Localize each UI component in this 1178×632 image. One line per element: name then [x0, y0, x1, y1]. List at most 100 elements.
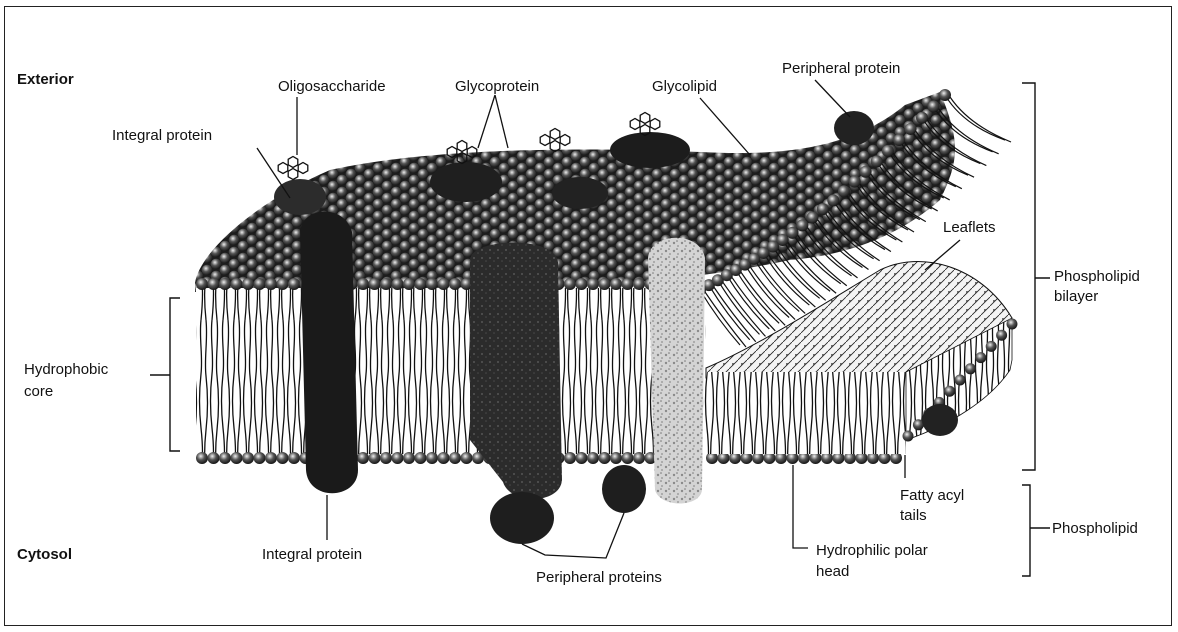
- sugar-ring: [288, 169, 298, 180]
- sugar-ring: [457, 141, 467, 152]
- polar-head: [288, 452, 300, 464]
- polar-head: [208, 278, 220, 290]
- polar-head: [392, 278, 404, 290]
- polar-head: [927, 100, 939, 112]
- peripheral-protein-top: [834, 111, 874, 145]
- label-integral-protein-top: Integral protein: [112, 126, 212, 145]
- polar-head: [369, 452, 381, 464]
- polar-head: [277, 452, 289, 464]
- label-fatty-acyl-tails-1: Fatty acyl: [900, 486, 964, 505]
- polar-head: [849, 176, 861, 188]
- sugar-ring: [550, 129, 560, 140]
- peripheral-protein-bottom-left: [490, 492, 554, 544]
- polar-head: [357, 278, 369, 290]
- polar-head: [610, 452, 622, 464]
- sugar-ring: [288, 157, 298, 168]
- fatty-acyl-tail: [705, 292, 746, 347]
- polar-head: [426, 278, 438, 290]
- polar-head: [996, 330, 1007, 341]
- sugar-ring: [278, 163, 288, 174]
- polar-head: [438, 452, 450, 464]
- polar-head: [916, 112, 928, 124]
- polar-head: [380, 278, 392, 290]
- label-phospholipid-bilayer-2: bilayer: [1054, 287, 1098, 306]
- polar-head: [369, 278, 381, 290]
- polar-head: [254, 278, 266, 290]
- polar-head: [564, 278, 576, 290]
- label-leaflets: Leaflets: [943, 218, 996, 237]
- polar-head: [599, 452, 611, 464]
- polar-head: [939, 89, 951, 101]
- peripheral-protein-bottom-right: [602, 465, 646, 513]
- polar-head: [860, 166, 872, 178]
- label-oligosaccharide: Oligosaccharide: [278, 77, 386, 96]
- polar-head: [426, 452, 438, 464]
- polar-head: [415, 278, 427, 290]
- polar-head: [208, 452, 220, 464]
- polar-head: [231, 452, 243, 464]
- polar-head: [449, 278, 461, 290]
- hydrophobic-core-bracket: [150, 298, 180, 451]
- phospholipid-bracket: [1022, 485, 1050, 576]
- polar-head: [265, 278, 277, 290]
- polar-head: [461, 452, 473, 464]
- sugar-ring: [560, 135, 570, 146]
- sugar-ring: [298, 163, 308, 174]
- polar-head: [786, 227, 798, 239]
- polar-head: [587, 452, 599, 464]
- polar-head: [403, 278, 415, 290]
- label-peripheral-proteins: Peripheral proteins: [536, 568, 662, 587]
- label-hydrophobic-core-1: Hydrophobic: [24, 360, 108, 379]
- polar-head: [380, 452, 392, 464]
- polar-head: [944, 386, 955, 397]
- label-hydrophilic-polar-head-2: head: [816, 562, 849, 581]
- label-fatty-acyl-tails-2: tails: [900, 506, 927, 525]
- polar-head: [196, 452, 208, 464]
- sugar-ring: [640, 113, 650, 124]
- label-exterior: Exterior: [17, 70, 74, 89]
- inner-leaflet-front: [706, 372, 906, 454]
- polar-head: [905, 123, 917, 135]
- polar-head: [219, 452, 231, 464]
- bilayer-tails: [196, 288, 706, 454]
- polar-head: [796, 219, 808, 231]
- polar-head: [633, 452, 645, 464]
- fatty-acyl-tail: [950, 97, 1011, 142]
- sugar-ring: [540, 135, 550, 146]
- polar-head: [265, 452, 277, 464]
- label-phospholipid: Phospholipid: [1052, 519, 1138, 538]
- polar-head: [610, 278, 622, 290]
- polar-head: [438, 278, 450, 290]
- bilayer-bracket: [1022, 83, 1050, 470]
- label-cytosol: Cytosol: [17, 545, 72, 564]
- polar-head: [288, 278, 300, 290]
- polar-head: [807, 212, 819, 224]
- polar-head: [449, 452, 461, 464]
- light-integral-protein: [648, 238, 705, 504]
- polar-head: [893, 134, 905, 146]
- polar-head: [965, 363, 976, 374]
- polar-head: [882, 145, 894, 157]
- polar-head: [986, 341, 997, 352]
- integral-protein-left: [300, 211, 358, 493]
- polar-head: [955, 375, 966, 386]
- polar-head: [564, 452, 576, 464]
- polar-head: [1007, 319, 1018, 330]
- label-integral-protein-bottom: Integral protein: [262, 545, 362, 564]
- label-phospholipid-bilayer-1: Phospholipid: [1054, 267, 1140, 286]
- polar-head: [219, 278, 231, 290]
- polar-head: [599, 278, 611, 290]
- polar-head: [242, 278, 254, 290]
- polar-head: [576, 278, 588, 290]
- polar-head: [827, 194, 839, 206]
- label-glycoprotein: Glycoprotein: [455, 77, 539, 96]
- polar-head: [392, 452, 404, 464]
- polar-head: [242, 452, 254, 464]
- glycoprotein-integral: [470, 243, 562, 499]
- polar-head: [196, 278, 208, 290]
- sugar-ring: [630, 119, 640, 130]
- polar-head: [231, 278, 243, 290]
- polar-head: [587, 278, 599, 290]
- label-glycolipid: Glycolipid: [652, 77, 717, 96]
